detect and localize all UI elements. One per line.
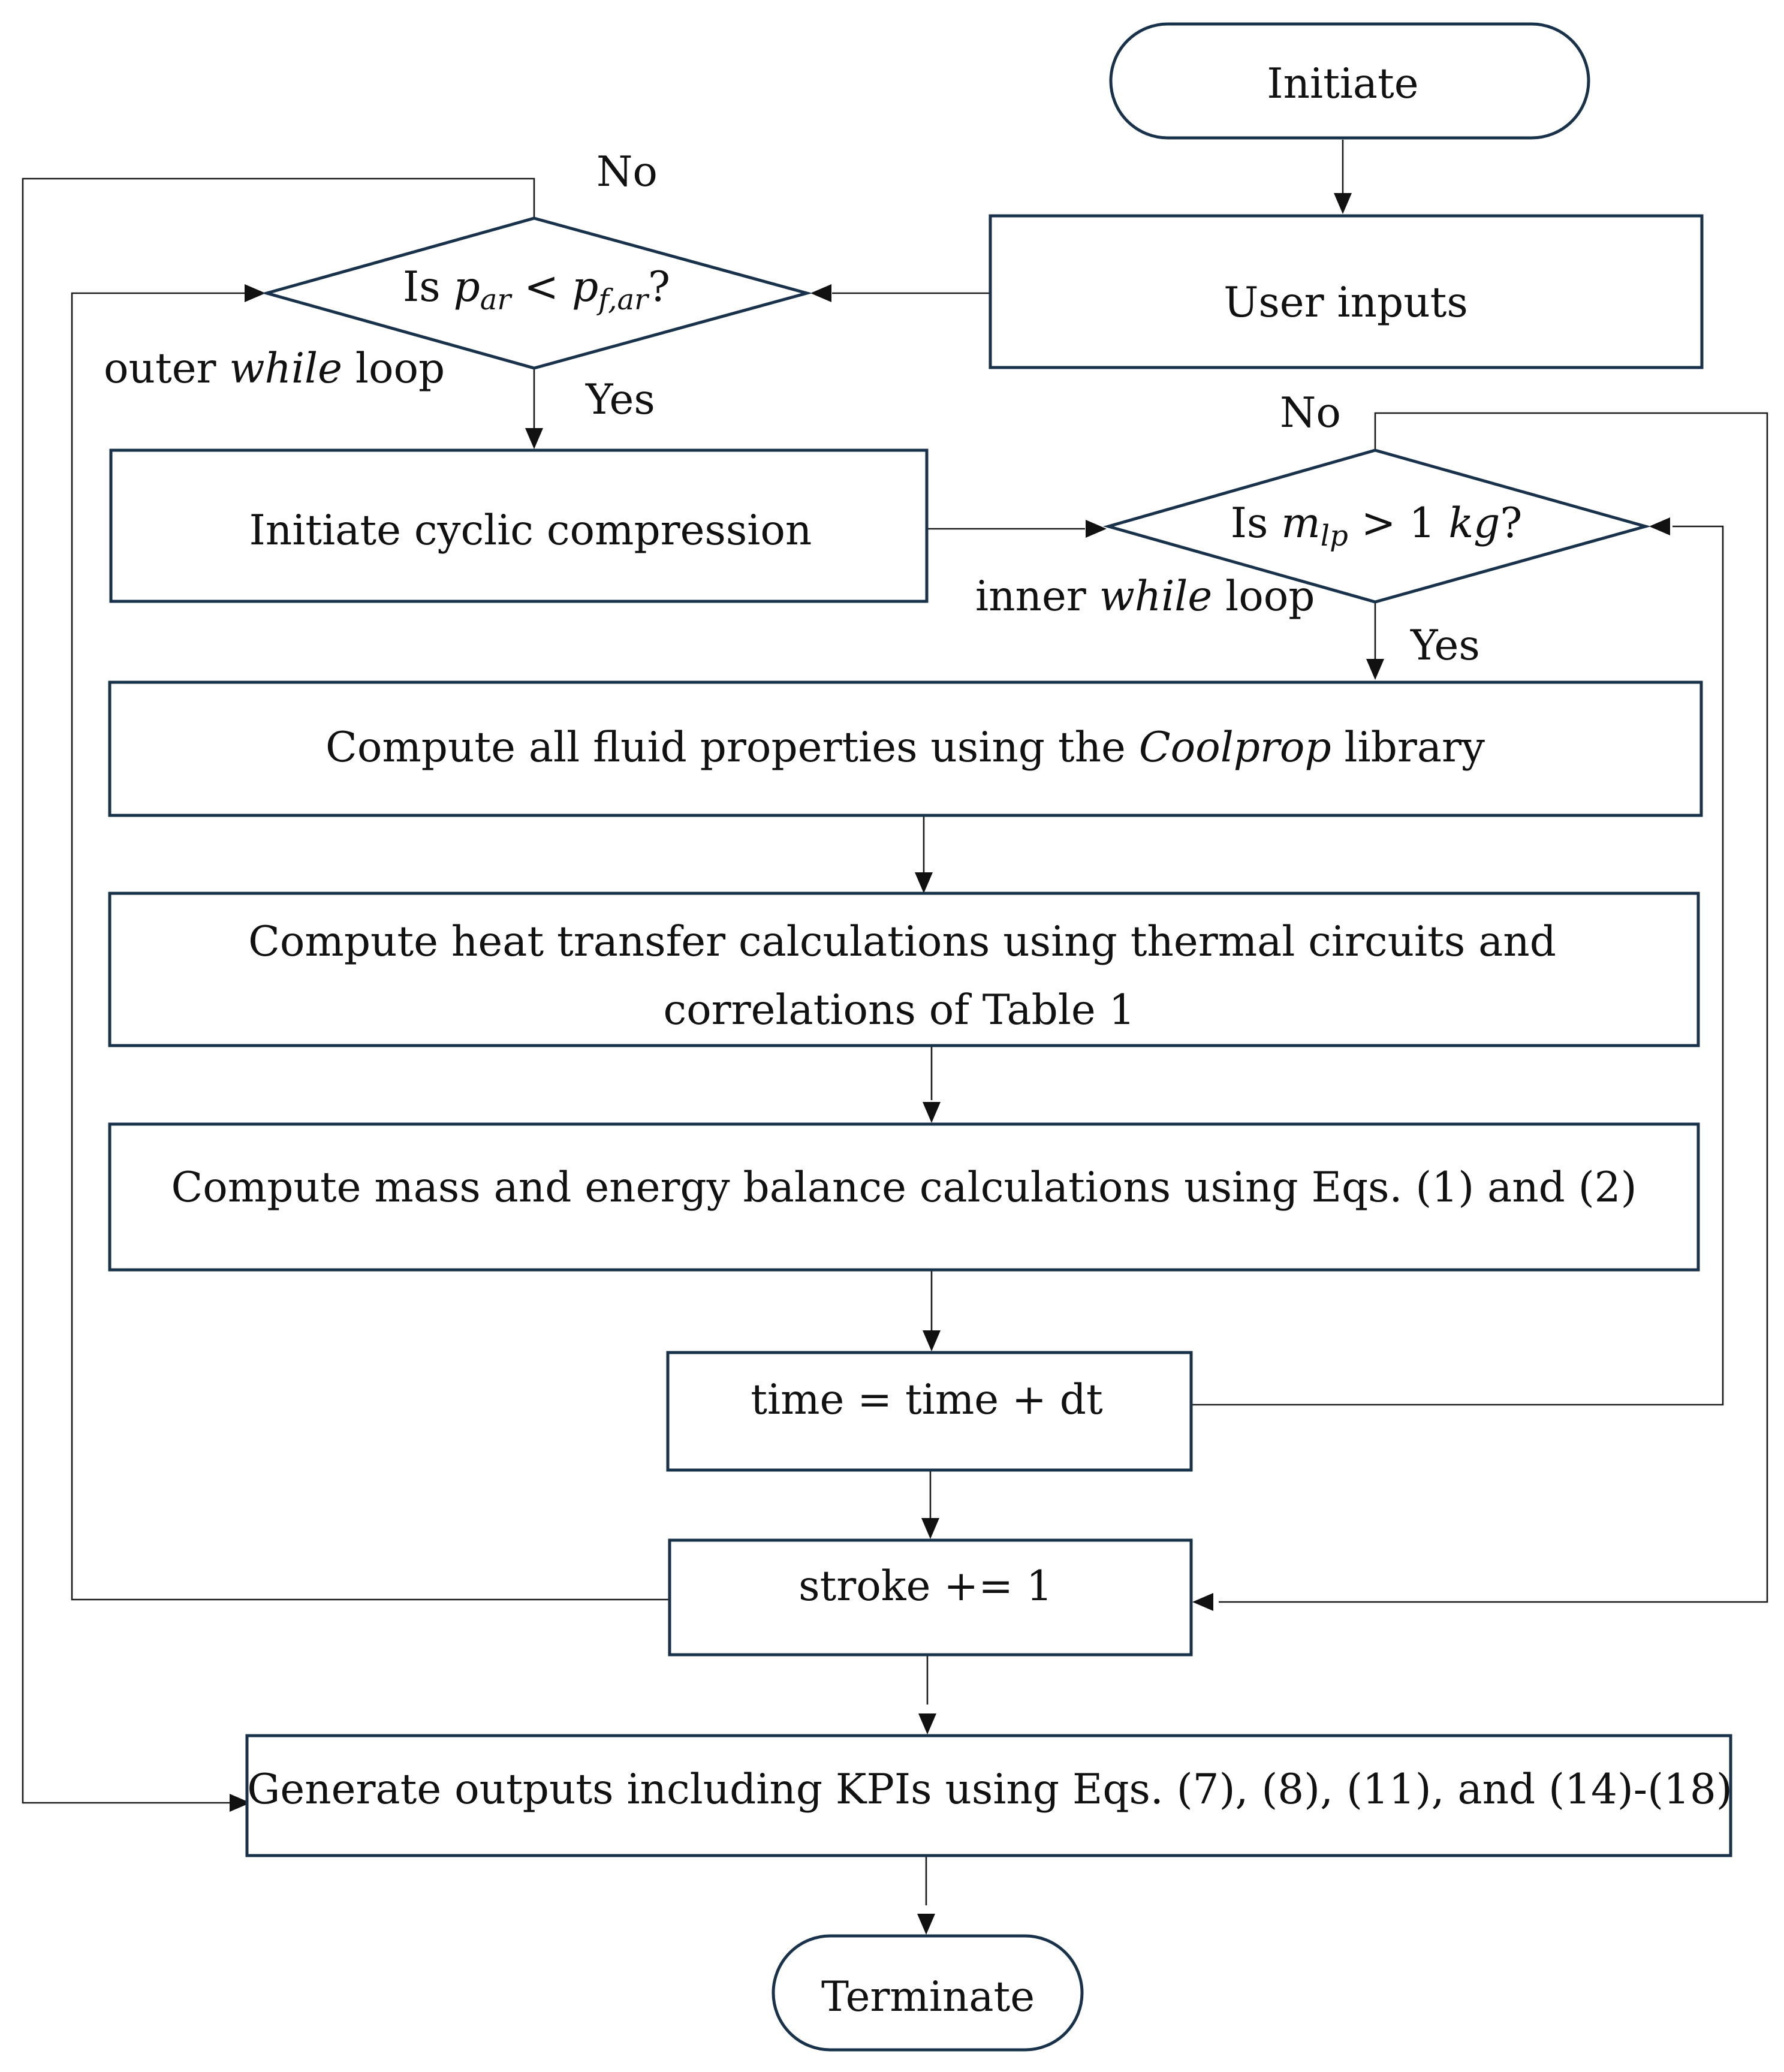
decision-inner-label: Is mlp > 1 kg?	[1231, 499, 1523, 553]
arrowhead-down-icon	[525, 428, 543, 449]
outer-yes-label: Yes	[585, 376, 655, 424]
arrowhead-left-icon	[1192, 1593, 1213, 1611]
node-initiate: Initiate	[1109, 22, 1590, 140]
arrowhead-right-icon	[245, 284, 266, 302]
arrowhead-left-icon	[810, 284, 831, 302]
arrowhead-down-icon	[915, 872, 933, 893]
arrowhead-left-icon	[1649, 517, 1670, 535]
compute-fluid-label: Compute all fluid properties using the C…	[326, 724, 1485, 772]
inner-yes-label: Yes	[1410, 622, 1480, 670]
decision-inner: Is mlp > 1 kg?	[1102, 448, 1652, 604]
inner-no-label: No	[1280, 389, 1341, 437]
initiate-label: Initiate	[1267, 60, 1418, 108]
connectors	[22, 140, 1768, 1905]
compute-heat-line2: correlations of Table 1	[663, 986, 1135, 1034]
node-compute-heat: Compute heat transfer calculations using…	[108, 892, 1700, 1047]
node-terminate: Terminate	[772, 1934, 1084, 2052]
compute-heat-line1: Compute heat transfer calculations using…	[248, 918, 1556, 966]
arrowheads	[230, 193, 1670, 1935]
outer-no-label: No	[596, 148, 658, 196]
compute-mass-label: Compute mass and energy balance calculat…	[171, 1164, 1637, 1212]
generate-outputs-label: Generate outputs including KPIs using Eq…	[247, 1766, 1732, 1814]
edge-stroke-loop-back	[71, 292, 670, 1601]
node-generate-outputs: Generate outputs including KPIs using Eq…	[245, 1734, 1732, 1857]
terminate-label: Terminate	[821, 1973, 1035, 2021]
arrowhead-down-icon	[1366, 659, 1384, 680]
outer-while-loop-label: outer while loop	[104, 345, 445, 393]
arrowhead-right-icon	[230, 1794, 251, 1812]
arrowhead-down-icon	[918, 1713, 936, 1734]
edge-time-loop-back	[1191, 525, 1724, 1406]
user-inputs-label: User inputs	[1224, 279, 1468, 327]
arrowhead-right-icon	[1086, 520, 1107, 538]
inner-while-loop-label: inner while loop	[975, 573, 1315, 621]
arrowhead-down-icon	[917, 1914, 935, 1935]
edge-outer-no	[22, 177, 535, 1804]
node-compute-fluid: Compute all fluid properties using the C…	[108, 680, 1703, 817]
stroke-label: stroke += 1	[798, 1562, 1053, 1610]
arrowhead-down-icon	[921, 1518, 939, 1539]
node-compute-mass: Compute mass and energy balance calculat…	[108, 1122, 1700, 1272]
edge-inner-no	[1219, 412, 1768, 1603]
arrowhead-down-icon	[923, 1330, 941, 1351]
node-user-inputs: User inputs	[989, 214, 1704, 369]
node-time-step: time = time + dt	[666, 1351, 1193, 1472]
decision-outer-label: Is par < pf,ar?	[403, 263, 670, 317]
arrowhead-down-icon	[1334, 193, 1352, 214]
time-step-label: time = time + dt	[751, 1376, 1103, 1424]
node-stroke: stroke += 1	[668, 1538, 1193, 1657]
arrowhead-down-icon	[923, 1102, 941, 1123]
node-initiate-cyclic-compression: Initiate cyclic compression	[109, 448, 929, 603]
initiate-cyclic-label: Initiate cyclic compression	[249, 507, 812, 555]
decision-outer: Is par < pf,ar?	[261, 216, 813, 370]
